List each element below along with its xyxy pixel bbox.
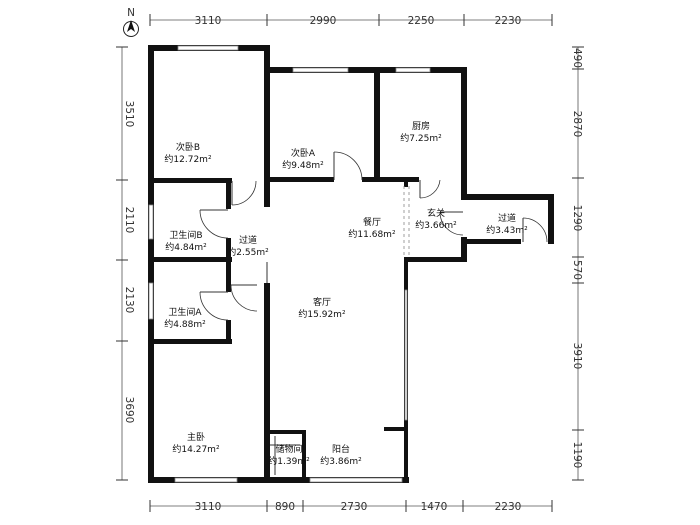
door-bathroom-b bbox=[199, 209, 229, 239]
window-living-right bbox=[404, 289, 408, 421]
top-dim-3: 2250 bbox=[408, 15, 435, 27]
room-bedroom-b-name: 次卧B bbox=[176, 141, 200, 153]
room-dining-area: 约11.68m² bbox=[348, 228, 396, 240]
window-bathroom-a bbox=[148, 282, 154, 320]
bottom-dimension-line: 3110 890 2730 1470 2230 bbox=[149, 500, 553, 513]
right-dim-4: 570 bbox=[571, 260, 583, 280]
top-dim-1: 3110 bbox=[195, 15, 222, 27]
room-storage-area: 约1.39m² bbox=[268, 455, 310, 467]
bottom-dim-3: 2730 bbox=[341, 501, 368, 513]
right-dim-2: 2870 bbox=[571, 111, 583, 138]
door-bedroom-b bbox=[231, 180, 257, 206]
room-corridor-right-area: 约3.43m² bbox=[486, 224, 528, 236]
window-bedroom-a bbox=[292, 67, 349, 73]
room-corridor-mid-area: 约2.55m² bbox=[227, 246, 269, 258]
right-dim-3: 1290 bbox=[571, 205, 583, 232]
right-dimension-line: 490 2870 1290 570 3910 1190 bbox=[571, 46, 584, 481]
left-dimension-line: 3510 2110 2130 3690 bbox=[116, 46, 135, 481]
window-balcony bbox=[309, 477, 403, 483]
door-kitchen bbox=[419, 179, 441, 199]
window-master bbox=[174, 477, 238, 483]
room-bathroom-a-area: 约4.88m² bbox=[164, 318, 206, 330]
windows bbox=[148, 45, 431, 483]
top-dimension-line: 3110 2990 2250 2230 bbox=[149, 14, 553, 27]
room-master-name: 主卧 bbox=[187, 431, 205, 443]
room-living-area: 约15.92m² bbox=[298, 308, 346, 320]
room-bedroom-a-area: 约9.48m² bbox=[282, 159, 324, 171]
room-living-name: 客厅 bbox=[313, 296, 331, 308]
bottom-dim-2: 890 bbox=[275, 501, 295, 513]
room-bathroom-b-area: 约4.84m² bbox=[165, 241, 207, 253]
compass-label: N bbox=[127, 7, 135, 19]
left-dim-3: 2130 bbox=[123, 287, 135, 314]
room-storage-name: 储物间 bbox=[275, 443, 302, 455]
right-dim-5: 3910 bbox=[571, 343, 583, 370]
bottom-dim-5: 2230 bbox=[495, 501, 522, 513]
room-kitchen-area: 约7.25m² bbox=[400, 132, 442, 144]
walls bbox=[148, 45, 554, 483]
room-bedroom-a-name: 次卧A bbox=[291, 147, 316, 159]
right-dim-1: 490 bbox=[571, 48, 583, 68]
room-dining-name: 餐厅 bbox=[363, 216, 381, 228]
door-corridor bbox=[230, 284, 258, 312]
window-bathroom-b bbox=[148, 204, 154, 240]
left-dim-4: 3690 bbox=[123, 397, 135, 424]
top-dim-4: 2230 bbox=[495, 15, 522, 27]
door-corridor-right bbox=[522, 217, 548, 243]
room-corridor-mid-name: 过道 bbox=[239, 234, 257, 246]
top-dim-2: 2990 bbox=[310, 15, 337, 27]
door-bathroom-a bbox=[199, 291, 229, 321]
room-corridor-right-name: 过道 bbox=[498, 212, 516, 224]
door-storage bbox=[270, 436, 300, 475]
room-master-area: 约14.27m² bbox=[172, 443, 220, 455]
left-dim-1: 3510 bbox=[123, 101, 135, 128]
right-dim-6: 1190 bbox=[571, 442, 583, 469]
door-foyer bbox=[439, 211, 464, 236]
room-kitchen-name: 厨房 bbox=[412, 120, 430, 132]
left-dim-2: 2110 bbox=[123, 207, 135, 234]
room-balcony-name: 阳台 bbox=[332, 443, 350, 455]
doors bbox=[199, 151, 548, 475]
bottom-dim-4: 1470 bbox=[421, 501, 448, 513]
bottom-dim-1: 3110 bbox=[195, 501, 222, 513]
room-bedroom-b-area: 约12.72m² bbox=[164, 153, 212, 165]
room-bathroom-b-name: 卫生间B bbox=[169, 229, 202, 241]
door-bedroom-a bbox=[333, 151, 363, 181]
room-foyer-name: 玄关 bbox=[427, 207, 445, 219]
north-compass-icon: N bbox=[123, 7, 139, 37]
room-balcony-area: 约3.86m² bbox=[320, 455, 362, 467]
room-foyer-area: 约3.66m² bbox=[415, 219, 457, 231]
window-bedroom-b bbox=[177, 45, 239, 51]
room-bathroom-a-name: 卫生间A bbox=[168, 306, 202, 318]
window-kitchen bbox=[395, 67, 431, 73]
room-labels: 次卧B 约12.72m² 次卧A 约9.48m² 厨房 约7.25m² 餐厅 约… bbox=[164, 120, 528, 467]
